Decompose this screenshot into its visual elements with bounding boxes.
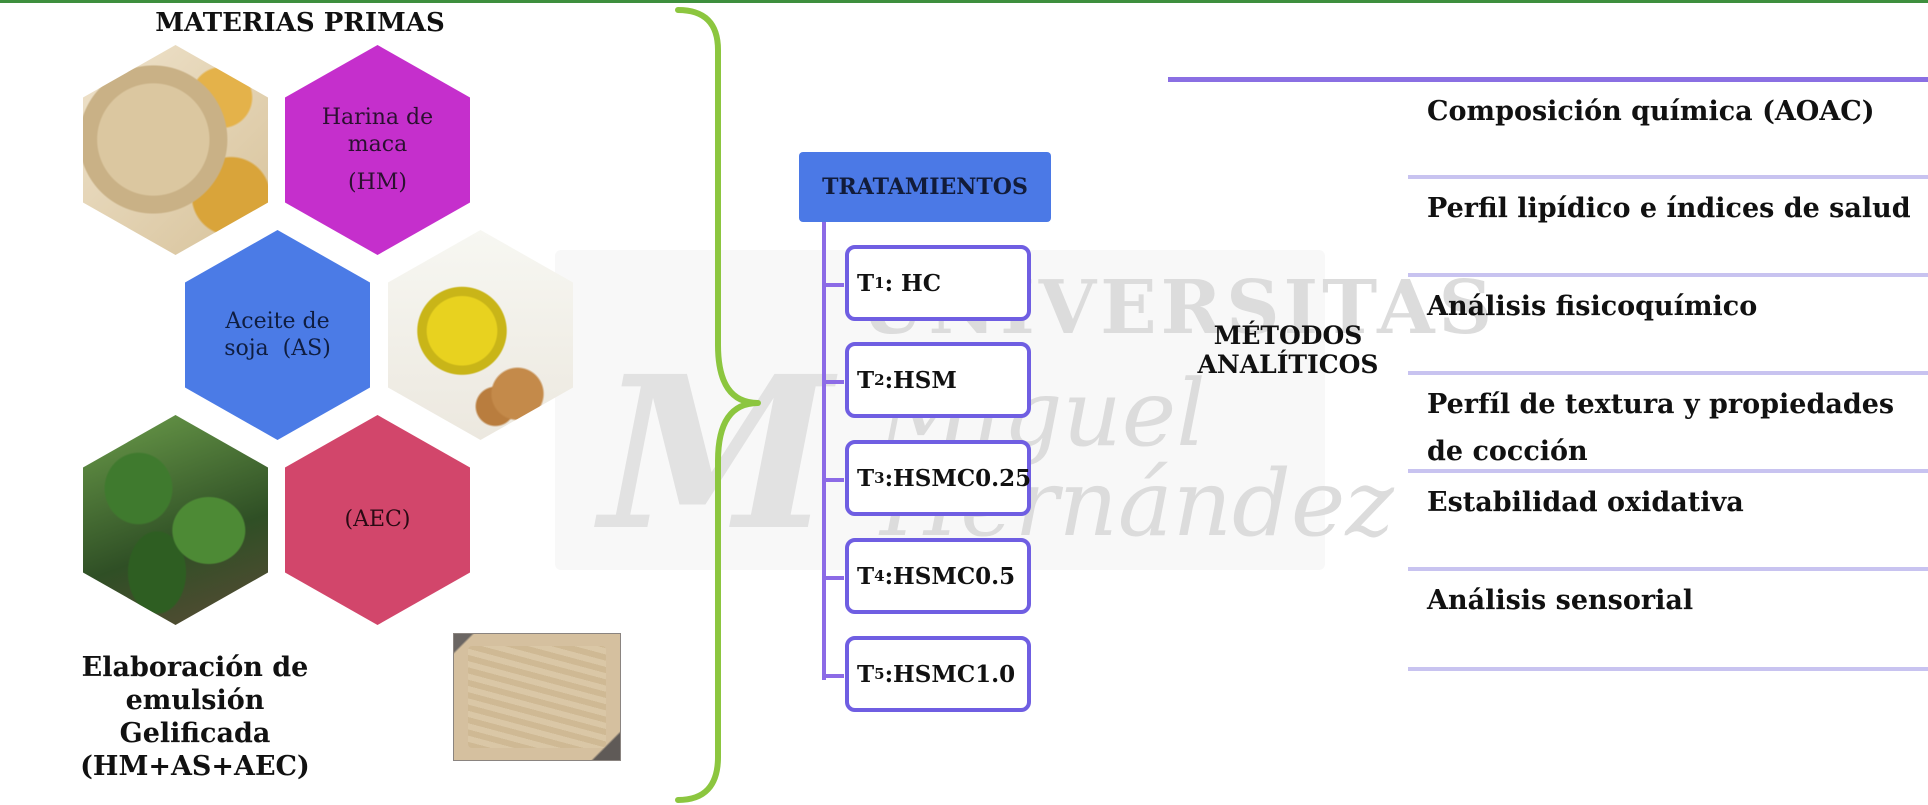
treatment-connector <box>822 478 844 482</box>
metodo-item: Estabilidad oxidativa <box>1427 487 1744 518</box>
emulsion-title: Elaboración de emulsión Gelificada (HM+A… <box>10 652 380 784</box>
metodo-separator <box>1408 667 1928 671</box>
metodos-top-line <box>1168 77 1928 82</box>
treatment-subscript: 5 <box>874 665 885 683</box>
metodo-item: Análisis fisicoquímico <box>1427 291 1758 322</box>
treatment-prefix: T <box>857 464 875 492</box>
metodo-item: Composición química (AOAC) <box>1427 96 1875 127</box>
treatment-subscript: 2 <box>874 371 885 389</box>
emulsion-photo <box>453 633 621 761</box>
treatment-connector <box>822 576 844 580</box>
maca-flour-photo <box>83 45 268 255</box>
treatment-prefix: T <box>857 269 875 297</box>
metodos-label-line2: ANALÍTICOS <box>1197 349 1379 379</box>
metodo-item: Perfil lipídico e índices de salud <box>1427 193 1911 224</box>
harina-abbr: (HM) <box>348 169 407 195</box>
aceite-label-line2: soja (AS) <box>224 336 331 361</box>
treatment-connector <box>822 380 844 384</box>
metodo-separator <box>1408 567 1928 571</box>
metodo-separator <box>1408 273 1928 277</box>
treatment-code: : HC <box>884 269 942 297</box>
metodo-item: Análisis sensorial <box>1427 585 1694 616</box>
curly-brace <box>675 7 761 803</box>
tratamientos-connector <box>822 222 826 680</box>
treatment-code: :HSMC1.0 <box>884 660 1016 688</box>
aec-label: (AEC) <box>344 507 411 533</box>
treatment-code: :HSMC0.5 <box>884 562 1016 590</box>
aceite-soja-hexagon: Aceite de soja (AS) <box>185 230 370 440</box>
treatment-prefix: T <box>857 660 875 688</box>
treatment-connector <box>822 283 844 287</box>
harina-label-line1: Harina de <box>321 104 434 130</box>
emulsion-line1: Elaboración de emulsión <box>81 652 309 716</box>
aec-hexagon: (AEC) <box>285 415 470 625</box>
metodos-analiticos-label: MÉTODOS ANALÍTICOS <box>1178 321 1398 380</box>
harina-label-line2: maca <box>347 132 408 158</box>
harina-maca-hexagon: Harina de maca (HM) <box>285 45 470 255</box>
top-border <box>0 0 1928 3</box>
treatment-subscript: 4 <box>874 567 885 585</box>
metodo-separator <box>1408 371 1928 375</box>
treatment-connector <box>822 674 844 678</box>
emulsion-line2: Gelificada <box>119 717 271 749</box>
soy-oil-photo <box>388 230 573 440</box>
metodo-separator <box>1408 469 1928 473</box>
treatment-prefix: T <box>857 366 875 394</box>
metodo-separator <box>1408 175 1928 179</box>
emulsion-line3: (HM+AS+AEC) <box>80 750 310 782</box>
treatment-prefix: T <box>857 562 875 590</box>
materias-primas-title: MATERIAS PRIMAS <box>155 8 445 38</box>
metodo-item: Perfíl de textura y propiedades de cocci… <box>1427 389 1895 468</box>
plant-photo <box>83 415 268 625</box>
aceite-label-line1: Aceite de <box>225 308 330 334</box>
treatment-subscript: 1 <box>874 274 885 292</box>
tratamientos-header: TRATAMIENTOS <box>799 152 1051 222</box>
treatment-code: :HSM <box>884 366 957 394</box>
metodos-label-line1: MÉTODOS <box>1213 321 1363 350</box>
treatment-code: :HSMC0.25 <box>884 464 1032 492</box>
treatment-subscript: 3 <box>874 469 885 487</box>
